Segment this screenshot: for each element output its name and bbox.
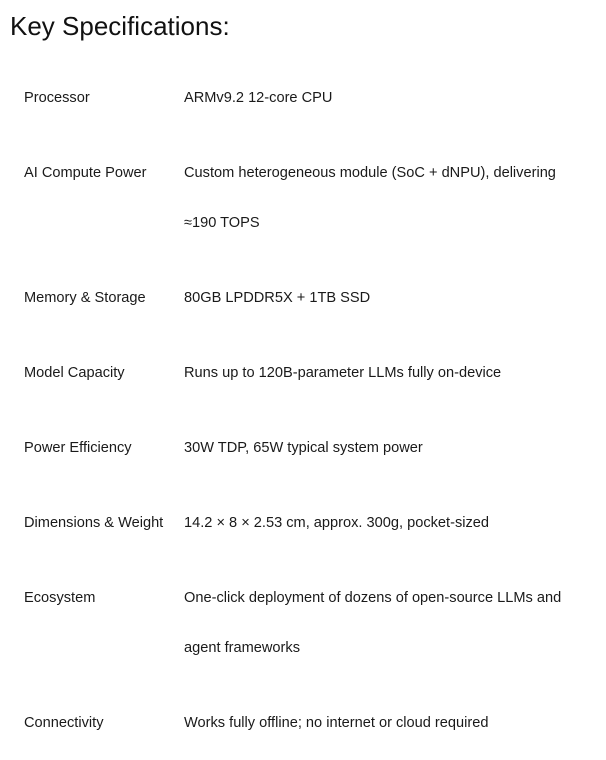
spec-label: Ecosystem <box>24 589 96 606</box>
table-row: Processor ARMv9.2 12-core CPU <box>12 60 577 135</box>
table-row: Dimensions & Weight 14.2 × 8 × 2.53 cm, a… <box>12 485 577 560</box>
spec-label: AI Compute Power <box>24 164 147 181</box>
table-row: Model Capacity Runs up to 120B-parameter … <box>12 335 577 410</box>
spec-value: 80GB LPDDR5X + 1TB SSD <box>184 289 371 306</box>
spec-label: Model Capacity <box>24 364 125 381</box>
spec-label: Connectivity <box>24 714 104 731</box>
spec-value: Custom heterogeneous module (SoC + dNPU)… <box>184 164 556 231</box>
table-row: Power Efficiency 30W TDP, 65W typical sys… <box>12 410 577 485</box>
specs-table: Processor ARMv9.2 12-core CPU AI Compute … <box>12 60 577 760</box>
spec-label: Dimensions & Weight <box>24 514 164 531</box>
spec-label: Processor <box>24 89 90 106</box>
section-title: Key Specifications: <box>10 11 230 41</box>
table-row: Ecosystem One-click deployment of dozens … <box>12 560 577 685</box>
spec-value: 14.2 × 8 × 2.53 cm, approx. 300g, pocket… <box>184 514 490 531</box>
spec-value: Works fully offline; no internet or clou… <box>184 714 489 731</box>
table-row: Memory & Storage 80GB LPDDR5X + 1TB SSD <box>12 260 577 335</box>
spec-value: Runs up to 120B-parameter LLMs fully on-… <box>184 364 502 381</box>
spec-label: Memory & Storage <box>24 289 146 306</box>
table-row: AI Compute Power Custom heterogeneous mod… <box>12 135 577 260</box>
table-row: Connectivity Works fully offline; no inte… <box>12 685 577 760</box>
spec-value: ARMv9.2 12-core CPU <box>184 89 333 106</box>
spec-value: One-click deployment of dozens of open-s… <box>184 589 562 656</box>
spec-label: Power Efficiency <box>24 439 132 456</box>
spec-value: 30W TDP, 65W typical system power <box>184 439 423 456</box>
